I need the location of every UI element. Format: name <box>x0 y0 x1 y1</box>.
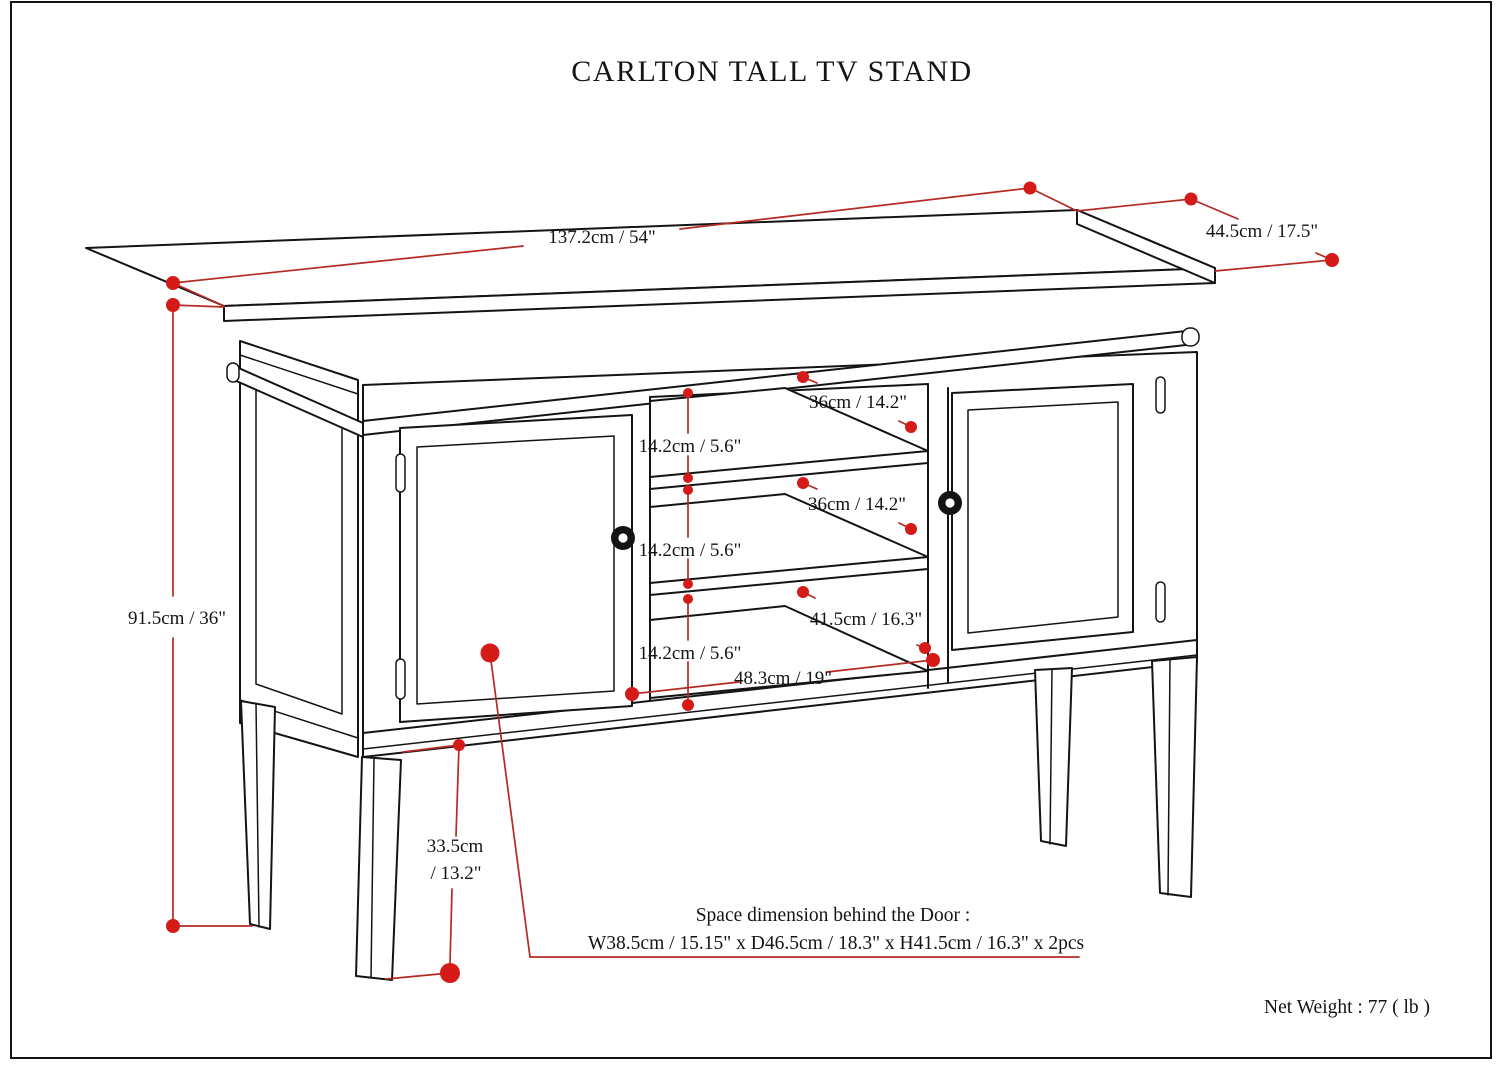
bottom-shelf-depth-label: 41.5cm / 16.3" <box>810 609 922 630</box>
opening-width-label: 48.3cm / 19" <box>734 668 832 689</box>
front-left-leg <box>355 756 402 981</box>
middle-shelves <box>649 383 949 701</box>
leg-height-label-line1: 33.5cm <box>427 836 484 857</box>
leg-height-label-line2: / 13.2" <box>430 863 481 884</box>
left-door-hinge-top <box>395 453 406 493</box>
left-door <box>395 414 635 723</box>
door-space-detail: W38.5cm / 15.15" x D46.5cm / 18.3" x H41… <box>588 933 1084 954</box>
right-door-hinge-top <box>1155 376 1166 414</box>
legs <box>240 656 1198 981</box>
bottom-shelf <box>649 605 929 699</box>
shelf-depth-label-2: 36cm / 14.2" <box>808 494 906 515</box>
notes: Space dimension behind the Door : W38.5c… <box>588 905 1430 1018</box>
front-right-leg <box>1151 656 1198 898</box>
tv-stand-drawing <box>85 209 1216 981</box>
shelf-gap-label-2: 14.2cm / 5.6" <box>639 540 742 561</box>
dim-height-label: 91.5cm / 36" <box>128 608 226 629</box>
right-door <box>938 376 1166 651</box>
dimension-labels: 137.2cm / 54" 44.5cm / 17.5" 91.5cm / 36… <box>128 221 1318 884</box>
shelf-gap-label-1: 14.2cm / 5.6" <box>639 436 742 457</box>
net-weight-label: Net Weight : 77 ( lb ) <box>1264 997 1430 1018</box>
diagram-title: CARLTON TALL TV STAND <box>571 55 972 88</box>
dimension-dots <box>166 181 1339 983</box>
shelf-depth-label-1: 36cm / 14.2" <box>809 392 907 413</box>
dim-width-label: 137.2cm / 54" <box>548 227 656 248</box>
top-panel <box>85 209 1216 322</box>
right-door-hinge-bottom <box>1155 581 1166 623</box>
shelf-gap-label-3: 14.2cm / 5.6" <box>639 643 742 664</box>
left-door-hinge-bottom <box>395 658 406 700</box>
shelf-2 <box>649 493 929 584</box>
trim-molding <box>226 327 1200 438</box>
shelf-1 <box>649 387 929 478</box>
back-right-leg <box>1034 667 1073 847</box>
dim-depth-label: 44.5cm / 17.5" <box>1206 221 1318 242</box>
left-side-panel <box>239 340 359 758</box>
border-frame <box>10 1 1492 1059</box>
door-space-heading: Space dimension behind the Door : <box>696 905 971 926</box>
